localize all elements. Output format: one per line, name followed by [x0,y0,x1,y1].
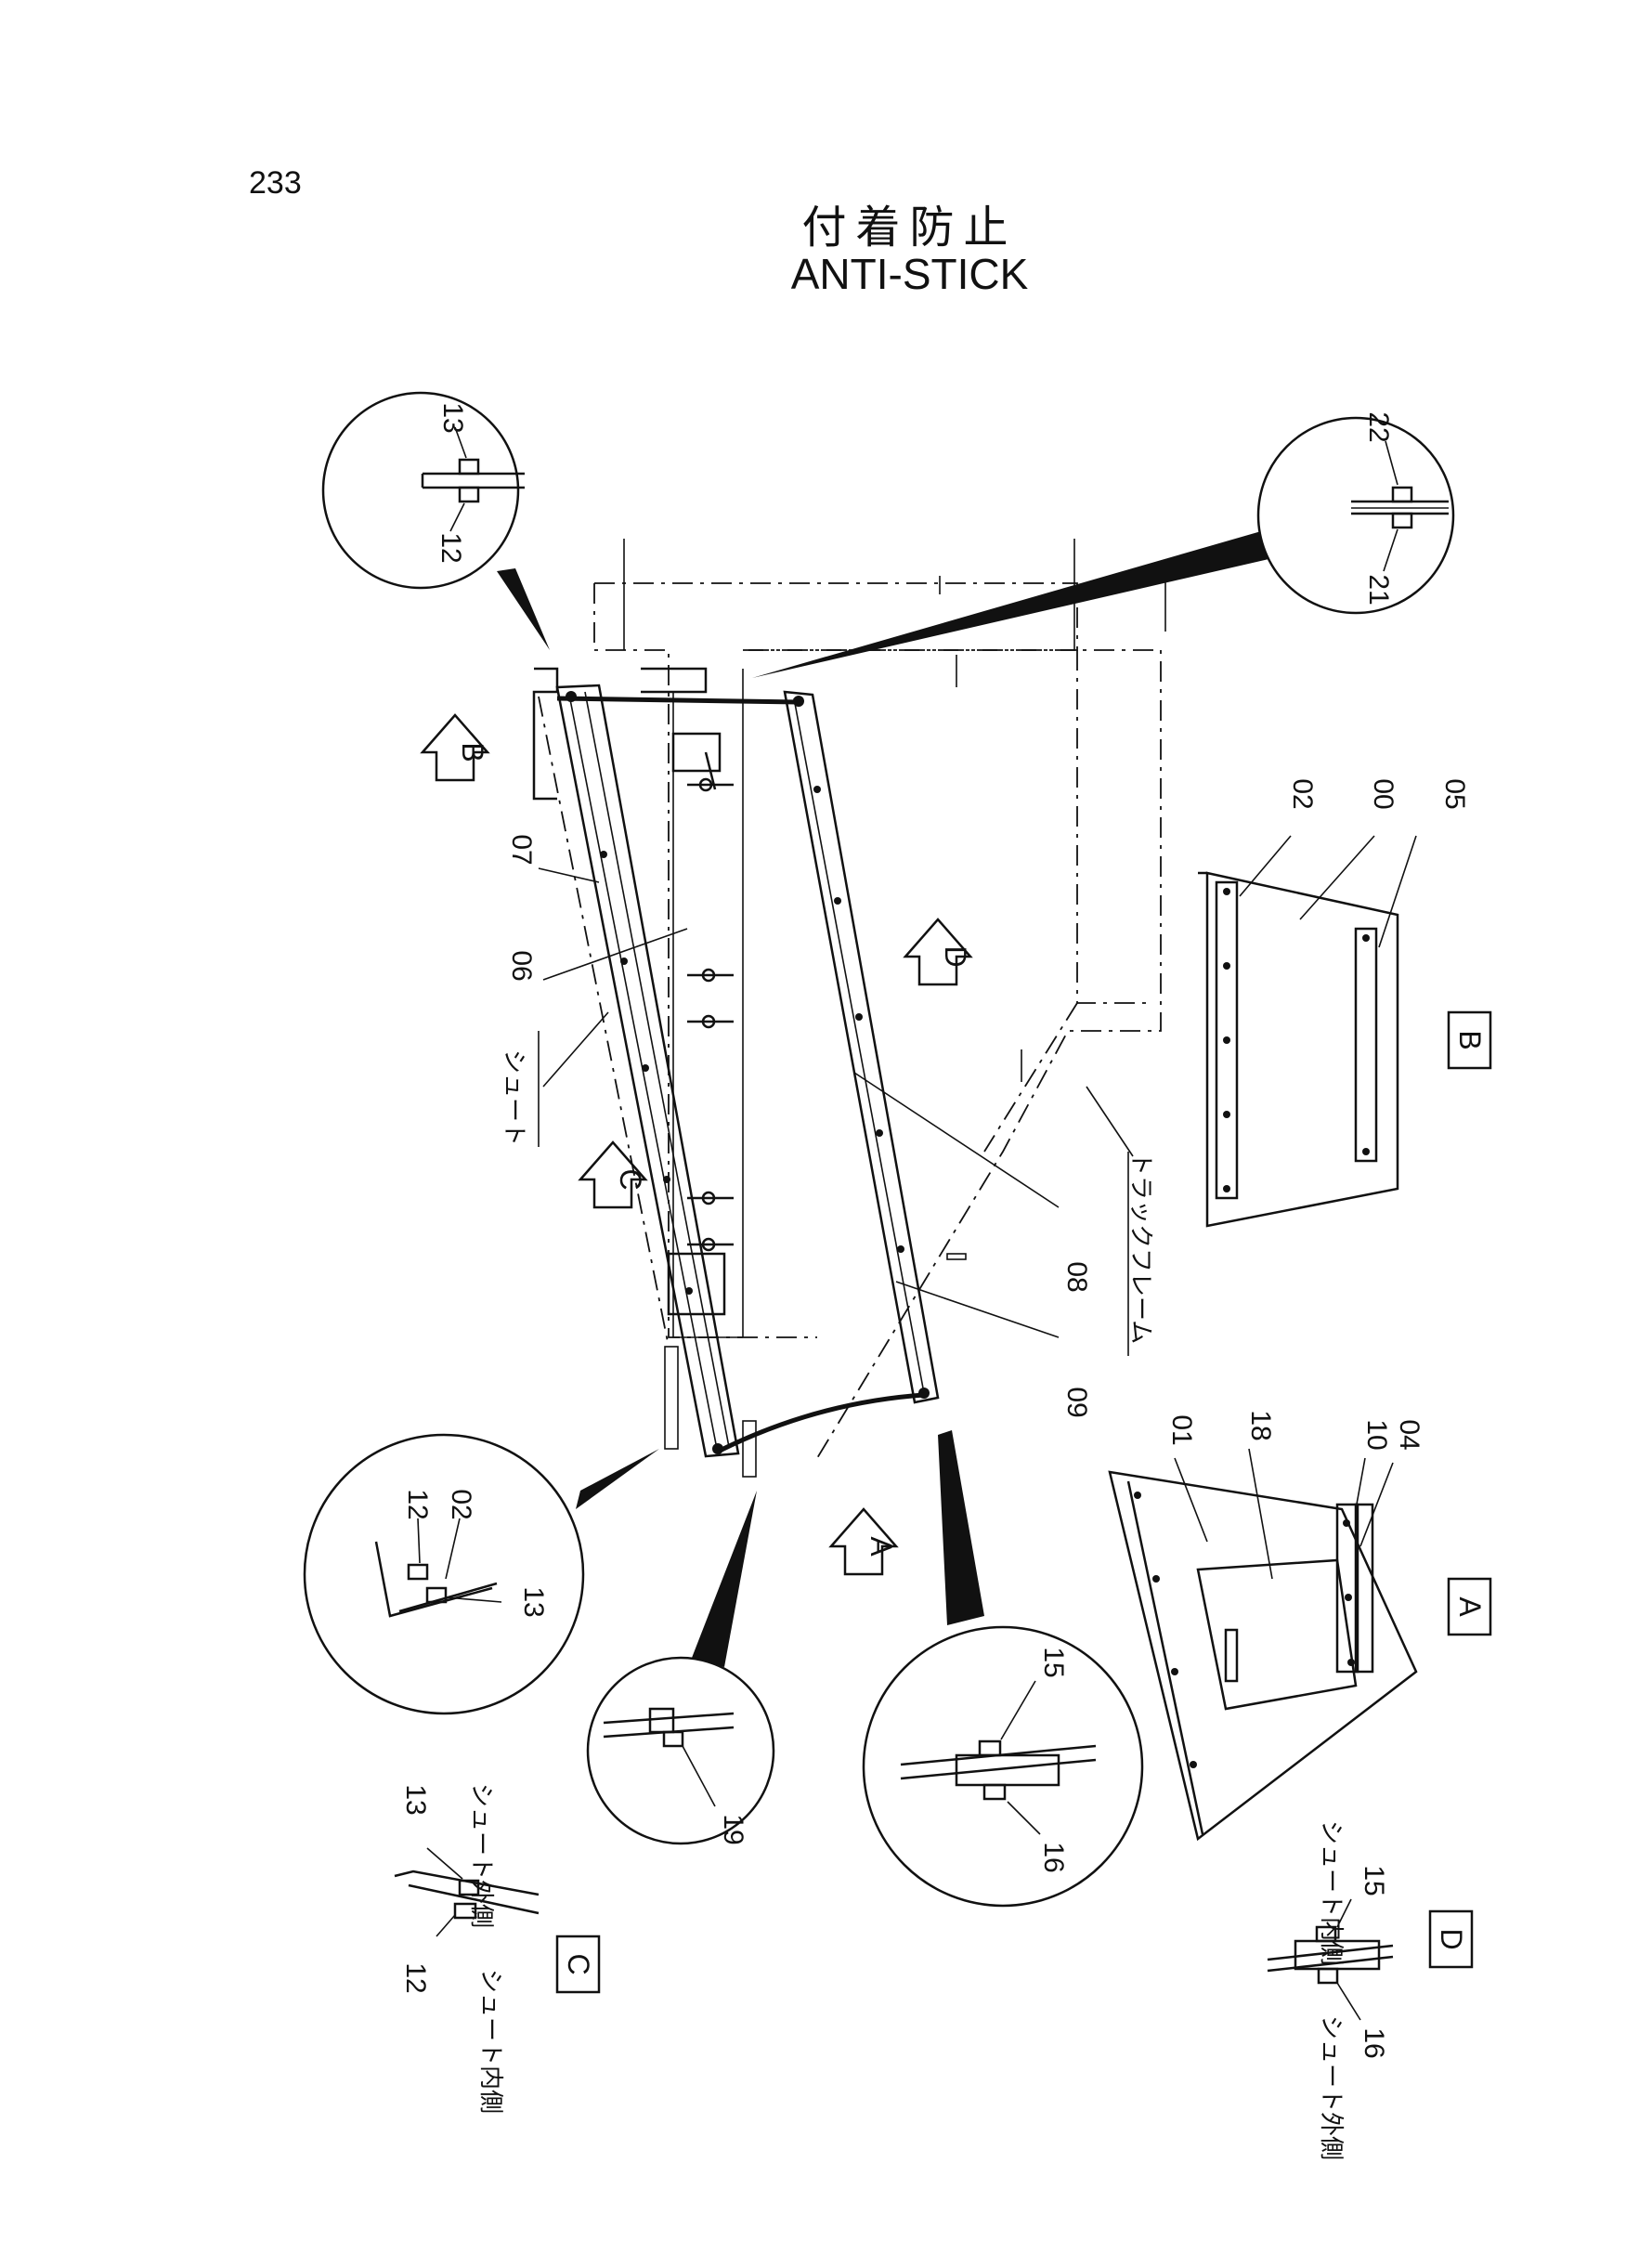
svg-text:シュート内側: シュート内側 [476,1969,504,2114]
view-a-plate: 01 18 10 04 A [1108,1410,1492,1842]
svg-text:シュート外側: シュート外側 [467,1783,495,1928]
title-english: ANTI-STICK [790,250,1029,298]
svg-text:02: 02 [446,1489,476,1519]
view-b-bolts [1223,888,1370,1192]
wedge-detail-15-16 [938,1430,984,1625]
wedge-detail-top-left [497,568,550,650]
svg-text:08: 08 [1061,1261,1092,1292]
svg-text:19: 19 [718,1814,748,1844]
svg-text:16: 16 [1038,1842,1069,1872]
view-b-plate: 02 00 05 B [1198,778,1492,1228]
wedge-detail-top-right [752,529,1277,678]
detail-circle-22-21: 22 21 [1256,411,1455,615]
svg-text:15: 15 [1038,1647,1069,1677]
svg-text:13: 13 [518,1586,549,1617]
detail-circle-12-02-13: 12 02 13 [303,1433,585,1715]
svg-text:B: B [456,742,489,762]
view-arrow-a: A [828,1507,899,1576]
mount-brackets [664,732,757,1478]
svg-text:13: 13 [400,1784,431,1815]
svg-text:12: 12 [402,1489,433,1519]
svg-text:05: 05 [1439,778,1470,809]
main-callouts: 07 06 シュート 08 09 トラックフレーム [500,834,1154,1417]
svg-text:04: 04 [1394,1419,1424,1450]
svg-text:00: 00 [1368,778,1398,809]
svg-text:07: 07 [506,834,537,865]
title-japanese: 付着防止 [801,203,1018,253]
view-c-detail: 13 12 シュート外側 シュート内側 C [394,1783,601,2114]
svg-text:21: 21 [1363,574,1394,605]
svg-text:A: A [1453,1596,1487,1617]
svg-text:C: C [614,1168,647,1190]
detail-circle-13-12: 13 12 [321,391,525,590]
svg-text:16: 16 [1359,2027,1389,2058]
view-a-bolts [1134,1492,1355,1768]
svg-text:02: 02 [1287,778,1318,809]
svg-text:シュート内側: シュート内側 [1317,1820,1345,1965]
wedge-detail-19 [692,1491,757,1667]
svg-text:06: 06 [506,950,537,981]
svg-text:12: 12 [436,532,466,563]
chute-assembly [532,667,940,1478]
svg-text:D: D [939,945,972,967]
page-number: 233 [249,165,302,201]
svg-text:シュート: シュート [500,1049,527,1146]
svg-text:トラックフレーム: トラックフレーム [1126,1152,1154,1344]
svg-text:22: 22 [1363,411,1394,442]
detail-circle-15-16: 15 16 [862,1625,1144,1908]
svg-text:18: 18 [1245,1410,1276,1440]
plate-bolts [566,691,930,1454]
svg-text:C: C [562,1953,595,1974]
svg-text:10: 10 [1361,1419,1392,1450]
svg-text:B: B [1453,1030,1487,1049]
svg-text:D: D [1435,1928,1468,1949]
view-arrow-b: B [420,713,490,782]
svg-text:12: 12 [400,1962,431,1993]
svg-text:15: 15 [1359,1865,1389,1896]
wedge-detail-left [576,1449,659,1509]
view-arrow-c: C [578,1140,648,1209]
view-d-detail: 15 16 シュート内側 シュート外側 D [1267,1820,1474,2160]
svg-text:13: 13 [437,402,468,433]
svg-text:01: 01 [1166,1414,1197,1445]
svg-text:09: 09 [1061,1387,1092,1417]
svg-text:シュート外側: シュート外側 [1317,2015,1345,2160]
view-arrow-d: D [903,918,973,986]
detail-circle-19: 19 [586,1656,775,1845]
svg-text:A: A [865,1536,898,1557]
